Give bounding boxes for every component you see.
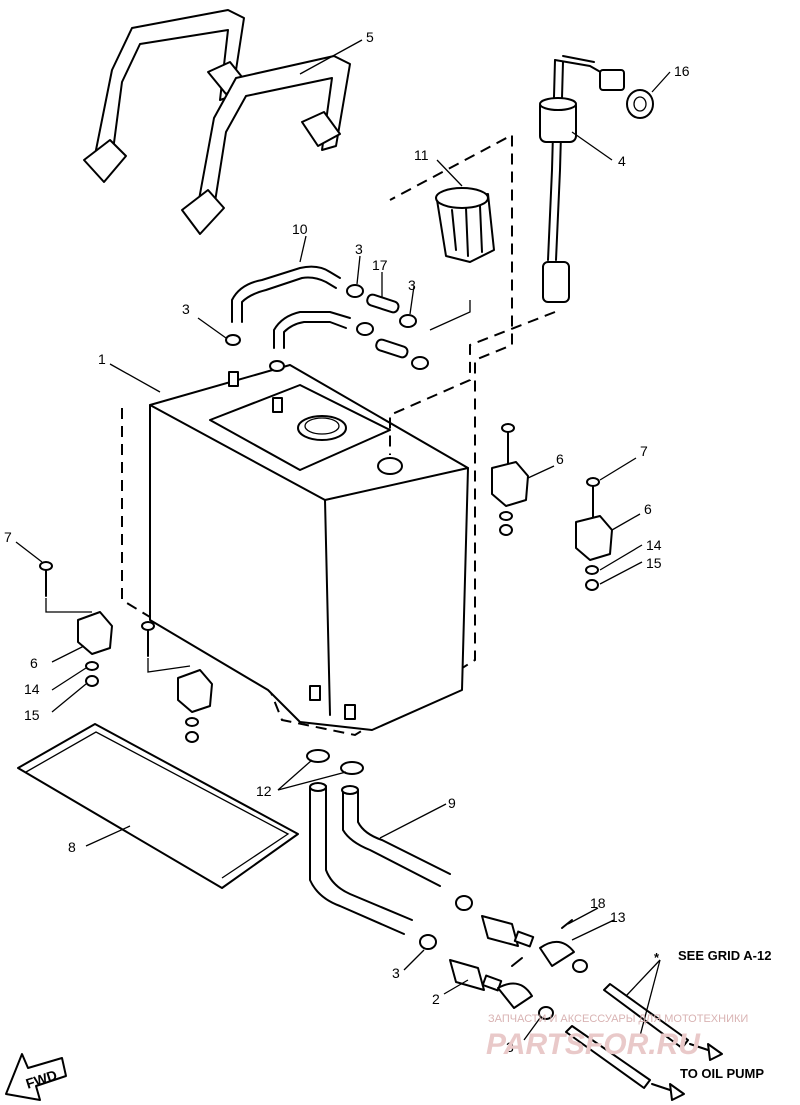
- oil-filters: [449, 915, 535, 992]
- callout-2: 2: [432, 991, 440, 1007]
- callout-5: 5: [366, 29, 374, 45]
- callout-4: 4: [618, 153, 626, 169]
- fwd-arrow: FWD: [5, 1053, 67, 1101]
- callout-3-top: 3: [355, 241, 363, 257]
- watermark-logo: PARTSFOR.RU: [486, 1028, 701, 1061]
- watermark-subtitle: ЗАПЧАСТИ И АКСЕССУАРЫ ДЛЯ МОТОТЕХНИКИ: [488, 1013, 748, 1025]
- callout-18: 18: [590, 895, 606, 911]
- callout-3-left: 3: [182, 301, 190, 317]
- callout-6-left: 6: [30, 655, 38, 671]
- outlet-hoses: [306, 749, 473, 950]
- filter-holders: [497, 919, 588, 1020]
- oil-level-sensor: [539, 55, 654, 303]
- oil-tank: [149, 364, 469, 731]
- callout-11: 11: [414, 147, 429, 163]
- tank-strap-front: [181, 55, 351, 235]
- callout-15-right: 15: [646, 555, 662, 571]
- callout-16: 16: [674, 63, 690, 79]
- bracket-left-2: [141, 621, 213, 743]
- callout-6-right-1: 6: [556, 451, 564, 467]
- to-oil-pump-note: TO OIL PUMP: [680, 1066, 764, 1081]
- tank-top-fittings: [225, 334, 285, 413]
- callout-13: 13: [610, 909, 626, 925]
- bracket-right-2: [575, 477, 613, 591]
- callout-1: 1: [98, 351, 106, 367]
- hose-joints: [366, 293, 409, 359]
- callout-15-left: 15: [24, 707, 40, 723]
- callout-10: 10: [292, 221, 308, 237]
- callout-14-left: 14: [24, 681, 40, 697]
- see-grid-note: SEE GRID A-12: [678, 948, 771, 963]
- callout-17: 17: [372, 257, 388, 273]
- vent-hoses: [231, 265, 351, 349]
- bracket-right-1: [491, 423, 529, 536]
- callout-14-right: 14: [646, 537, 662, 553]
- callout-7-left: 7: [4, 529, 12, 545]
- sensor-leader: [389, 311, 556, 455]
- callout-9: 9: [448, 795, 456, 811]
- tank-mat: [17, 723, 299, 889]
- callout-7-right: 7: [640, 443, 648, 459]
- callout-3-bottom: 3: [506, 1039, 514, 1055]
- tank-cap: [435, 187, 495, 263]
- bracket-left-1: [39, 561, 113, 687]
- callout-3-hose: 3: [392, 965, 400, 981]
- callout-8: 8: [68, 839, 76, 855]
- callout-12: 12: [256, 783, 272, 799]
- leader-lines: [15, 39, 671, 1041]
- oil-pump-pipes: [565, 983, 723, 1101]
- callout-3-right: 3: [408, 277, 416, 293]
- callout-6-right-2: 6: [644, 501, 652, 517]
- hose-clamps: [346, 284, 429, 370]
- see-grid-star: *: [654, 950, 660, 965]
